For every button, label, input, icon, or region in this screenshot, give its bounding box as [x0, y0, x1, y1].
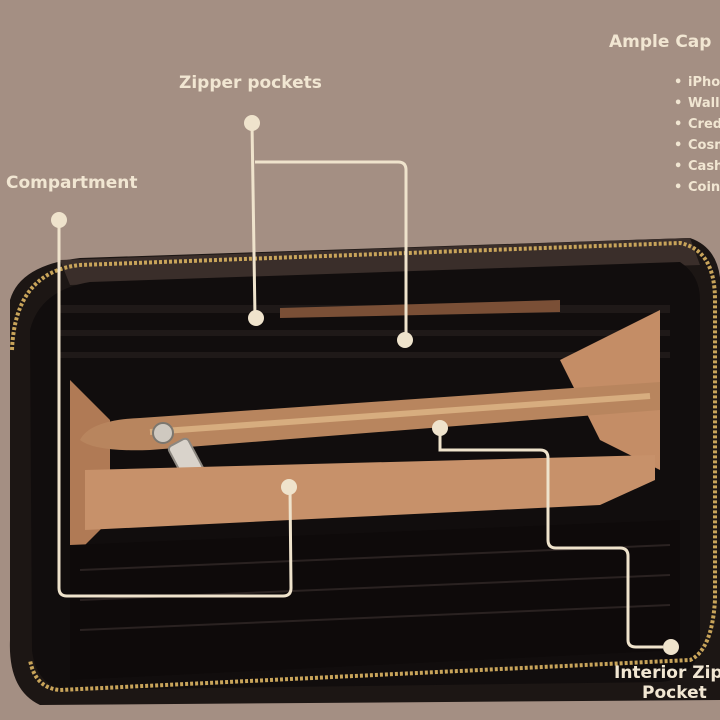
capacity-list: iPho Wall Cred Cosm Cash Coin: [674, 72, 720, 198]
callout-zipper-pocket-left: [250, 122, 257, 319]
interior-zipper-label-line2: Pocket: [642, 683, 707, 704]
callout-main-compartment: [57, 220, 293, 598]
card-slot-row: [60, 330, 670, 336]
callout-interior-zipper: [438, 430, 630, 632]
interior-zipper-label-line1: Interior Zipp: [614, 663, 720, 683]
callout-dot: [51, 212, 67, 228]
callout-lines: [57, 122, 630, 632]
card-slot-lower: [70, 520, 680, 680]
callout-dot: [281, 479, 297, 495]
lining-lower: [85, 455, 655, 530]
zipper-slider: [152, 422, 174, 444]
callout-dot: [397, 332, 413, 348]
zipper-pockets-label: Zipper pockets: [179, 73, 322, 93]
callout-interior-end: [626, 632, 663, 649]
capacity-item: Cosm: [674, 135, 720, 156]
outer-zipper-track: [10, 240, 717, 693]
callout-dot: [244, 115, 260, 131]
capacity-item: Wall: [674, 93, 720, 114]
capacity-item: Cred: [674, 114, 720, 135]
main-compartment-label: n Compartment: [0, 173, 138, 193]
callout-dots: [51, 115, 679, 655]
callout-zipper-pocket-right: [255, 160, 408, 338]
ample-capacity-label: Ample Cap: [609, 32, 712, 52]
callout-dot: [432, 420, 448, 436]
capacity-item: Coin: [674, 177, 720, 198]
capacity-item: Cash: [674, 156, 720, 177]
capacity-item: iPho: [674, 72, 720, 93]
card-slot-row: [60, 352, 670, 358]
interior-zip-teeth: [149, 393, 651, 435]
card-slot-line: [79, 604, 671, 631]
callout-dot: [248, 310, 264, 326]
pocket-brown-slit: [280, 300, 560, 318]
interior-zipper-pocket-label: Interior Zipp Pocket: [614, 663, 720, 704]
callout-dot: [663, 639, 679, 655]
